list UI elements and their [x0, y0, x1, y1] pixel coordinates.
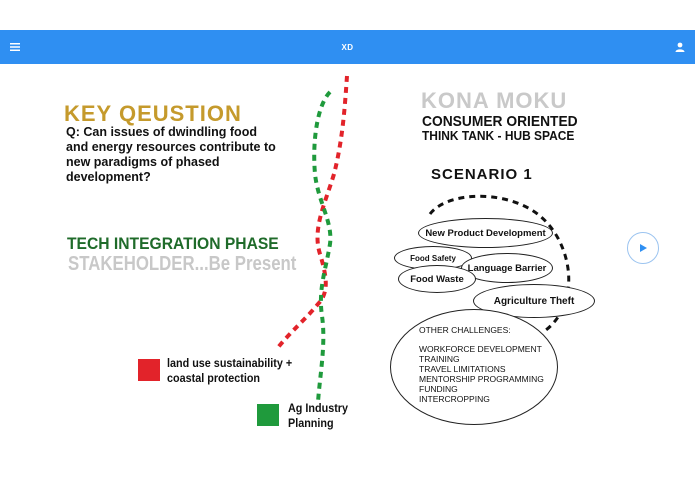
- bubble-language-barrier-label: Language Barrier: [467, 262, 547, 274]
- list-item: FUNDING: [419, 384, 458, 394]
- legend-red-swatch: [138, 359, 160, 381]
- bubble-new-product-label: New Product Development: [425, 227, 546, 239]
- play-button[interactable]: [627, 232, 659, 264]
- bubble-food-waste: Food Waste: [398, 265, 476, 293]
- presentation-slide: KEY QEUSTION Q: Can issues of dwindling …: [0, 64, 695, 464]
- bubble-agriculture-theft-label: Agriculture Theft: [493, 295, 575, 307]
- green-dotted-line: [312, 90, 333, 403]
- bubble-food-safety-label: Food Safety: [410, 253, 456, 263]
- bubble-new-product: New Product Development: [418, 218, 553, 248]
- legend-green-swatch: [257, 404, 279, 426]
- question-text: Q: Can issues of dwindling food and ener…: [66, 125, 276, 184]
- list-item: MENTORSHIP PROGRAMMING: [419, 374, 544, 384]
- scenario-heading: SCENARIO 1: [431, 166, 533, 183]
- top-blank-strip: [0, 0, 695, 30]
- list-item: TRAVEL LIMITATIONS: [419, 364, 506, 374]
- other-challenges-list: WORKFORCE DEVELOPMENT TRAINING TRAVEL LI…: [419, 344, 544, 404]
- app-bar: XD: [0, 30, 695, 64]
- consumer-oriented-text: CONSUMER ORIENTED: [422, 113, 578, 130]
- red-dotted-line: [274, 75, 349, 352]
- think-tank-text: THINK TANK - HUB SPACE: [422, 128, 575, 143]
- legend-green-line2: Planning: [288, 416, 334, 430]
- bubble-food-waste-label: Food Waste: [410, 273, 464, 285]
- list-item: WORKFORCE DEVELOPMENT: [419, 344, 542, 354]
- legend-green-label: Ag Industry Planning: [288, 401, 348, 431]
- legend-red-line2: coastal protection: [167, 371, 261, 385]
- legend-red-label: land use sustainability + coastal protec…: [167, 356, 292, 386]
- bubble-agriculture-theft: Agriculture Theft: [473, 284, 595, 318]
- legend-red-line1: land use sustainability +: [167, 356, 293, 370]
- key-question-heading: KEY QEUSTION: [64, 101, 242, 126]
- helix-lines: [274, 75, 571, 403]
- menu-icon[interactable]: [8, 40, 22, 54]
- kona-moku-heading: KONA MOKU: [421, 88, 568, 113]
- play-icon: [640, 244, 647, 252]
- user-icon[interactable]: [673, 40, 687, 54]
- legend-green-line1: Ag Industry: [288, 401, 349, 415]
- tech-integration-heading: TECH INTEGRATION PHASE: [67, 234, 279, 253]
- app-title: XD: [341, 42, 354, 52]
- other-challenges-heading: OTHER CHALLENGES:: [419, 325, 511, 335]
- stakeholder-text: STAKEHOLDER...Be Present: [68, 253, 297, 275]
- list-item: INTERCROPPING: [419, 394, 490, 404]
- other-challenges-bubble: OTHER CHALLENGES: WORKFORCE DEVELOPMENT …: [390, 309, 558, 425]
- list-item: TRAINING: [419, 354, 460, 364]
